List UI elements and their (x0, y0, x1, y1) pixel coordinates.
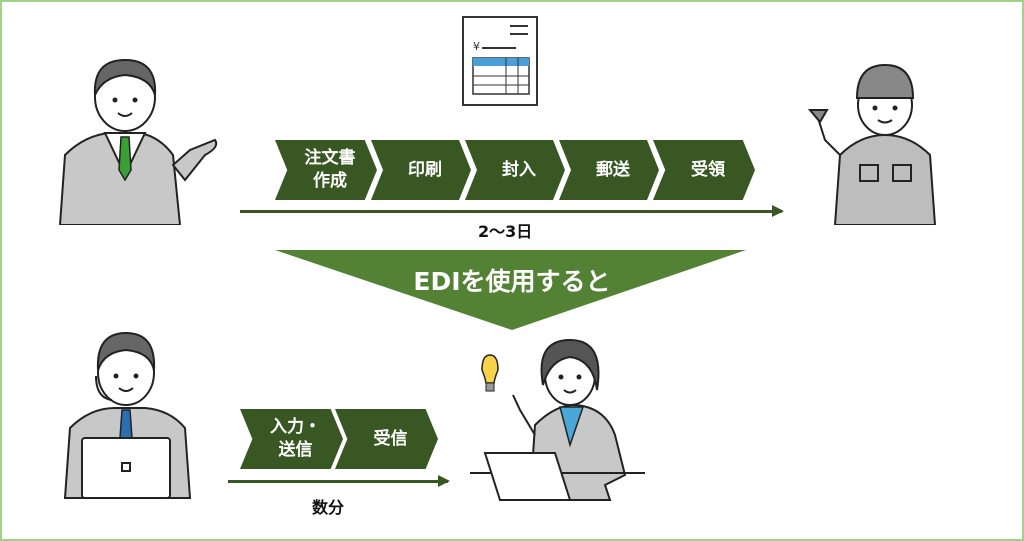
businessman-illustration (58, 58, 218, 225)
invoice-document-icon: ¥ (462, 16, 538, 106)
top-timeline-arrow (240, 205, 784, 217)
step-mail: 郵送 (559, 140, 659, 200)
top-duration-label: 2～3日 (478, 222, 533, 241)
transition-arrow (275, 250, 746, 330)
office-woman-illustration (470, 338, 645, 501)
factory-worker-illustration (807, 63, 937, 225)
bottom-timeline-arrow (228, 475, 450, 487)
transition-label: EDIを使用すると (413, 267, 611, 296)
step-receive: 受領 (653, 140, 755, 200)
operator-with-laptop-illustration (63, 331, 192, 499)
step-enclose: 封入 (465, 140, 565, 200)
step-receive-edi: 受信 (335, 409, 438, 469)
svg-text:¥: ¥ (473, 40, 480, 53)
step-print: 印刷 (371, 140, 471, 200)
step-order-creation: 注文書 作成 (275, 140, 377, 200)
bottom-duration-label: 数分 (312, 498, 345, 517)
step-input-send: 入力・ 送信 (240, 409, 343, 469)
